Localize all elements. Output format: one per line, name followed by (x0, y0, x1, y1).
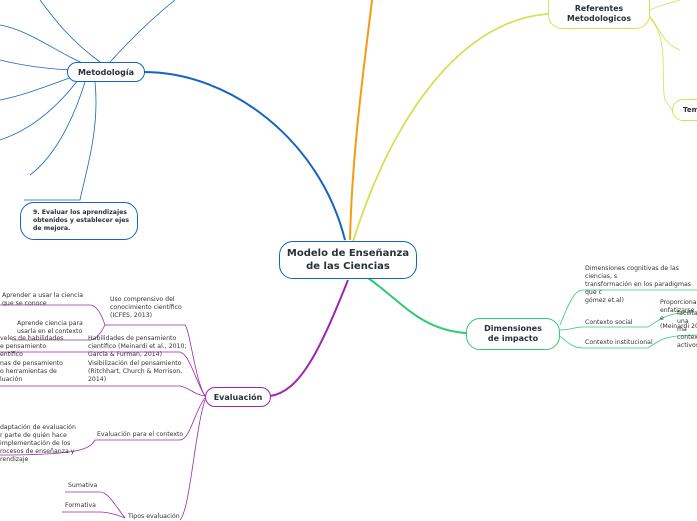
dimensiones-sub-connectors (559, 289, 697, 349)
dimension-social-text[interactable]: Contexto social (585, 319, 633, 326)
metodologia-label: Metodología (77, 67, 135, 77)
evaluacion-tipos[interactable]: Tipos evaluación (128, 513, 180, 520)
dimensiones-branch (367, 277, 467, 334)
root-label: Modelo de Enseñanza de las Ciencias (286, 248, 410, 272)
metodologia-step-9-label: 9. Evaluar los aprendizajes obtenidos y … (33, 209, 130, 232)
evaluacion-label: Evaluación (213, 392, 263, 402)
referentes-node[interactable]: Referentes Metodologicos (548, 0, 650, 29)
evaluacion-rutinas-pensamiento[interactable]: nas de pensamiento o herramientas de lua… (0, 360, 63, 383)
evaluacion-aprende-contexto[interactable]: Aprende ciencia para usarla en el contex… (17, 320, 83, 335)
tem-node[interactable]: Tem (672, 99, 697, 121)
evaluacion-formativa[interactable]: Formativa (65, 502, 96, 509)
referentes-sub-connectors (649, 0, 681, 111)
dimension-institutional-text[interactable]: Contexto institucional (585, 339, 653, 346)
tem-label: Tem (683, 106, 697, 114)
dimension-institutional-detail[interactable]: facilita una ma context activos (677, 310, 697, 349)
evaluacion-contexto[interactable]: Evaluación para el contexto (97, 431, 184, 438)
evaluacion-adaptacion[interactable]: daptación de evaluación r parte de quién… (0, 424, 76, 463)
metodologia-node[interactable]: Metodología (67, 62, 145, 82)
evaluacion-sub-connectors (0, 304, 206, 520)
evaluacion-uso-comprensivo[interactable]: Uso comprensivo del conocimiento científ… (110, 296, 182, 319)
evaluacion-node[interactable]: Evaluación (205, 387, 271, 407)
dimension-cognitive-text[interactable]: Dimensiones cognitivas de las ciencias, … (585, 265, 691, 304)
metodologia-branch (143, 71, 346, 241)
evaluacion-branch (269, 279, 349, 397)
evaluacion-visibilizacion[interactable]: Visibilización del pensamiento (Ritchhar… (88, 360, 183, 383)
evaluacion-sumativa[interactable]: Sumativa (68, 482, 98, 489)
metodologia-sub-connectors (0, 0, 176, 201)
evaluacion-niveles-habilidades[interactable]: veles de habilidades e pensamiento entíf… (0, 335, 64, 358)
metodologia-step-9-node[interactable]: 9. Evaluar los aprendizajes obtenidos y … (20, 202, 138, 240)
referentes-branch (351, 13, 549, 246)
dimensiones-node[interactable]: Dimensiones de impacto (466, 318, 560, 350)
orange-branch (349, 0, 373, 241)
dimension-social-detail[interactable]: Proporcionar enfatizarse e (Meinardi 20 (660, 299, 697, 330)
root-node[interactable]: Modelo de Enseñanza de las Ciencias (279, 241, 417, 279)
dimensiones-label: Dimensiones de impacto (484, 324, 542, 343)
evaluacion-aprender-usar[interactable]: Aprender a usar la ciencia que se conoce (2, 292, 83, 307)
referentes-label: Referentes Metodologicos (567, 4, 631, 23)
evaluacion-habilidades[interactable]: Habilidades de pensamiento científico (M… (88, 335, 187, 358)
